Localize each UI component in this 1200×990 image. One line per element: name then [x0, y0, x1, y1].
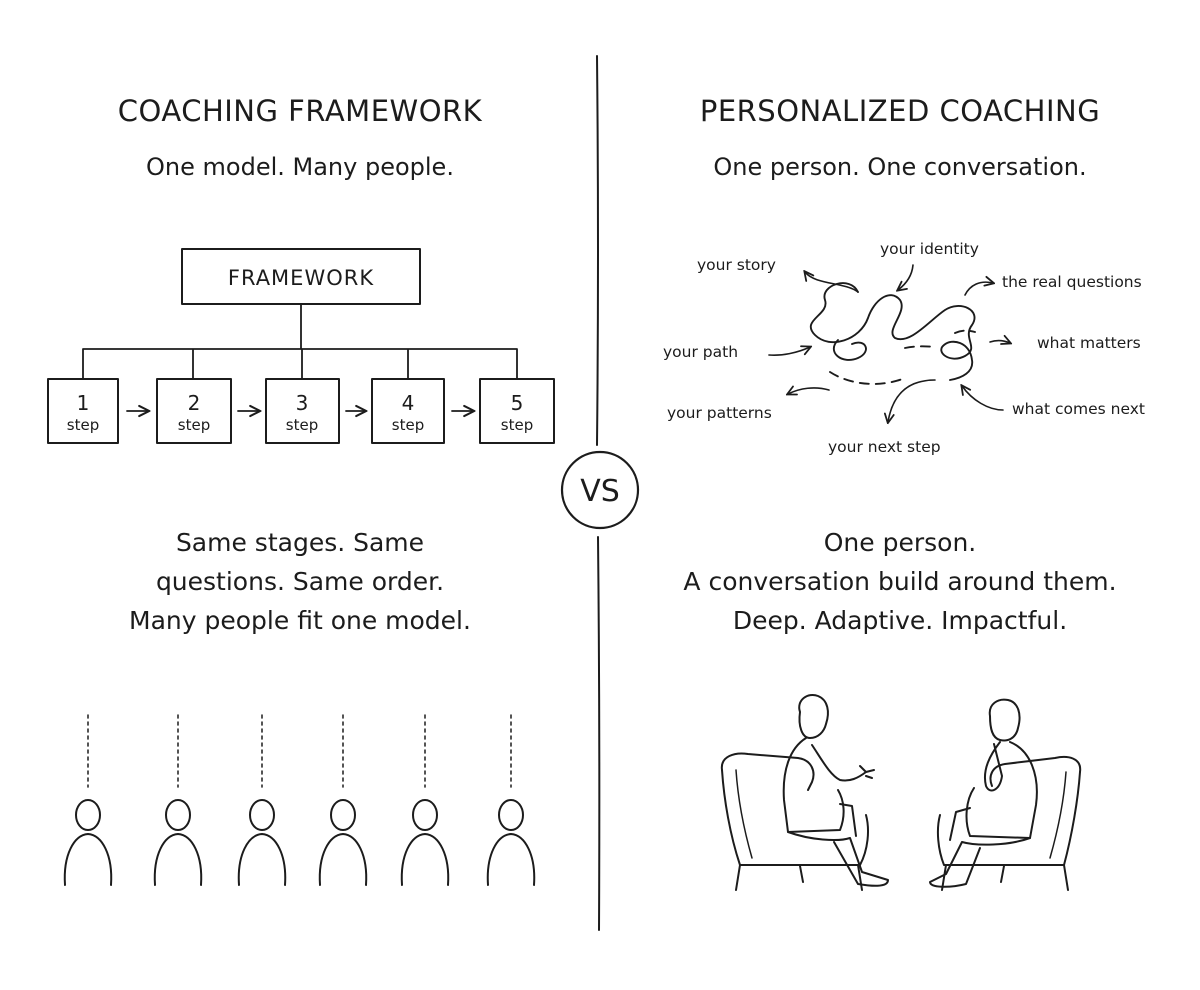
step-box-5: 5 step: [479, 378, 555, 444]
step-box-3: 3 step: [265, 378, 340, 444]
coaching-session-illustration: [720, 694, 1082, 891]
person-head: [249, 799, 275, 831]
vs-label: VS: [580, 474, 620, 509]
arrow-your-next-step: [888, 379, 936, 422]
person-body: [318, 833, 368, 886]
person-figure: [63, 714, 113, 886]
arrow-real-questions: [964, 282, 993, 296]
right-title: PERSONALIZED COACHING: [700, 94, 1100, 128]
armchair-left: [720, 752, 869, 891]
left-panel: COACHING FRAMEWORK One model. Many peopl…: [47, 94, 555, 886]
step-box-4: 4 step: [371, 378, 445, 444]
label-your-identity: your identity: [880, 240, 979, 258]
person-figure: [400, 714, 450, 886]
right-body-line-2: A conversation build around them.: [683, 567, 1116, 596]
person-figure: [486, 714, 536, 886]
left-body-line-2: questions. Same order.: [156, 567, 444, 596]
right-body-line-1: One person.: [824, 528, 977, 557]
person-body: [400, 833, 450, 886]
framework-label: FRAMEWORK: [228, 266, 374, 290]
person-right: [929, 698, 1038, 888]
arrow-your-identity: [898, 264, 914, 290]
label-the-real-questions: the real questions: [1002, 273, 1142, 291]
arrow-your-path: [768, 347, 810, 356]
vs-circle: [560, 450, 640, 530]
center-divider: [596, 55, 601, 931]
step-label: step: [392, 416, 424, 434]
step-label: step: [67, 416, 99, 434]
step-label: step: [501, 416, 533, 434]
person-figure: [237, 714, 287, 886]
step-number: 3: [296, 391, 309, 415]
person-body: [237, 833, 287, 886]
person-head: [412, 799, 438, 831]
scribble-dashes: [829, 329, 976, 385]
right-subtitle: One person. One conversation.: [713, 153, 1086, 181]
people-row: [63, 714, 536, 886]
step-number: 1: [77, 391, 90, 415]
label-your-path: your path: [663, 343, 738, 361]
label-what-comes-next: what comes next: [1012, 400, 1145, 418]
arrow-what-matters: [989, 341, 1010, 343]
left-body-line-3: Many people fit one model.: [129, 606, 471, 635]
armchair-right: [936, 755, 1082, 891]
scribble-loop: [809, 282, 976, 381]
arrow-what-comes-next: [962, 386, 1004, 411]
step-box-1: 1 step: [47, 378, 119, 444]
step-label: step: [178, 416, 210, 434]
left-subtitle: One model. Many people.: [146, 153, 454, 181]
step-number: 2: [188, 391, 201, 415]
right-body-line-3: Deep. Adaptive. Impactful.: [733, 606, 1067, 635]
conversation-scribble: [768, 264, 1010, 422]
person-left: [782, 694, 889, 887]
step-number: 5: [511, 391, 524, 415]
arrow-your-story: [805, 272, 859, 293]
framework-chart: FRAMEWORK 1 step 2 step 3 step 4 step: [47, 248, 555, 444]
right-panel: PERSONALIZED COACHING One person. One co…: [663, 94, 1145, 891]
person-head: [330, 799, 356, 831]
person-body: [153, 833, 203, 886]
arrow-your-patterns: [788, 388, 830, 394]
left-body-line-1: Same stages. Same: [176, 528, 424, 557]
label-your-story: your story: [697, 256, 776, 274]
label-your-patterns: your patterns: [667, 404, 772, 422]
step-number: 4: [402, 391, 415, 415]
step-box-2: 2 step: [156, 378, 232, 444]
step-label: step: [286, 416, 318, 434]
person-head: [75, 799, 101, 831]
person-figure: [318, 714, 368, 886]
person-head: [165, 799, 191, 831]
person-head: [498, 799, 524, 831]
label-what-matters: what matters: [1037, 334, 1141, 352]
left-title: COACHING FRAMEWORK: [118, 94, 483, 128]
scribble-inner: [832, 339, 867, 361]
label-your-next-step: your next step: [828, 438, 941, 456]
person-body: [63, 833, 113, 886]
person-figure: [153, 714, 203, 886]
person-body: [486, 833, 536, 886]
framework-connectors: [82, 303, 518, 380]
